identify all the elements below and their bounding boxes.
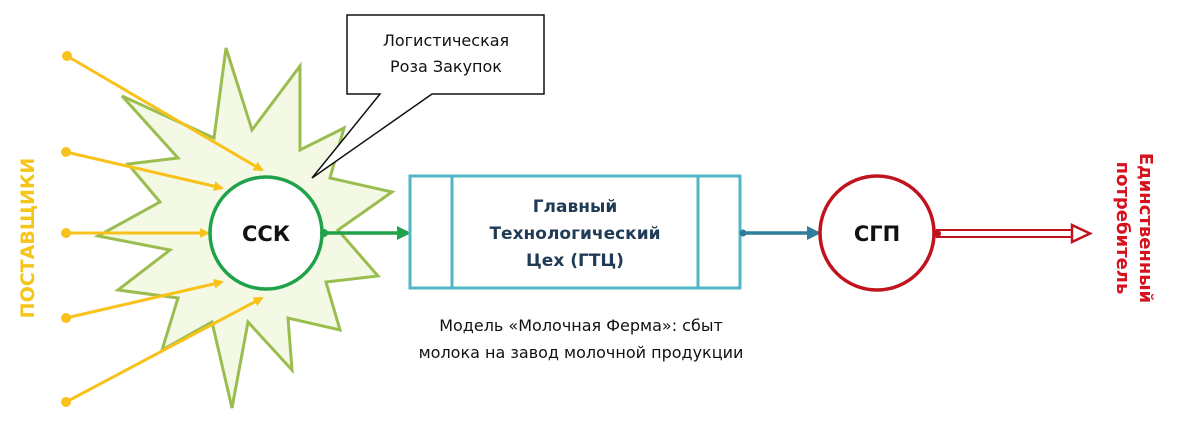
- callout-line-2: Роза Закупок: [390, 57, 502, 76]
- gtc-line-1: Главный: [533, 197, 618, 217]
- supplier-arrows: [61, 51, 264, 407]
- suppliers-label: ПОСТАВЩИКИ: [17, 158, 39, 319]
- gtc-arrow-dot: [739, 229, 747, 237]
- sgp-label: СГП: [854, 222, 900, 246]
- ssk-label: ССК: [242, 222, 290, 246]
- consumer-line-1: Единственный: [1135, 153, 1156, 303]
- gtc-line-2: Технологический: [489, 224, 660, 244]
- supplier-dot-2: [61, 147, 71, 157]
- supplier-arrow-5: [65, 296, 264, 404]
- supplier-dot-4: [61, 313, 71, 323]
- supplier-dot-3: [61, 228, 71, 238]
- callout-line-1: Логистическая: [383, 31, 509, 50]
- caption-line-1: Модель «Молочная Ферма»: сбыт: [439, 316, 723, 335]
- supplier-arrow-4: [65, 278, 224, 320]
- supplier-arrow-1: [66, 54, 264, 172]
- gtc-line-3: Цех (ГТЦ): [526, 251, 624, 271]
- gtc-box: [408, 174, 742, 290]
- supplier-arrow-2: [65, 150, 224, 192]
- ssk-arrow-dot: [320, 229, 328, 237]
- consumer-line-2: потребитель: [1112, 162, 1133, 295]
- supplier-dot-1: [62, 51, 72, 61]
- supplier-dot-5: [61, 397, 71, 407]
- callout-box: [311, 14, 545, 179]
- caption-line-2: молока на завод молочной продукции: [419, 343, 744, 362]
- sgp-to-consumer-arrow: [933, 223, 1093, 244]
